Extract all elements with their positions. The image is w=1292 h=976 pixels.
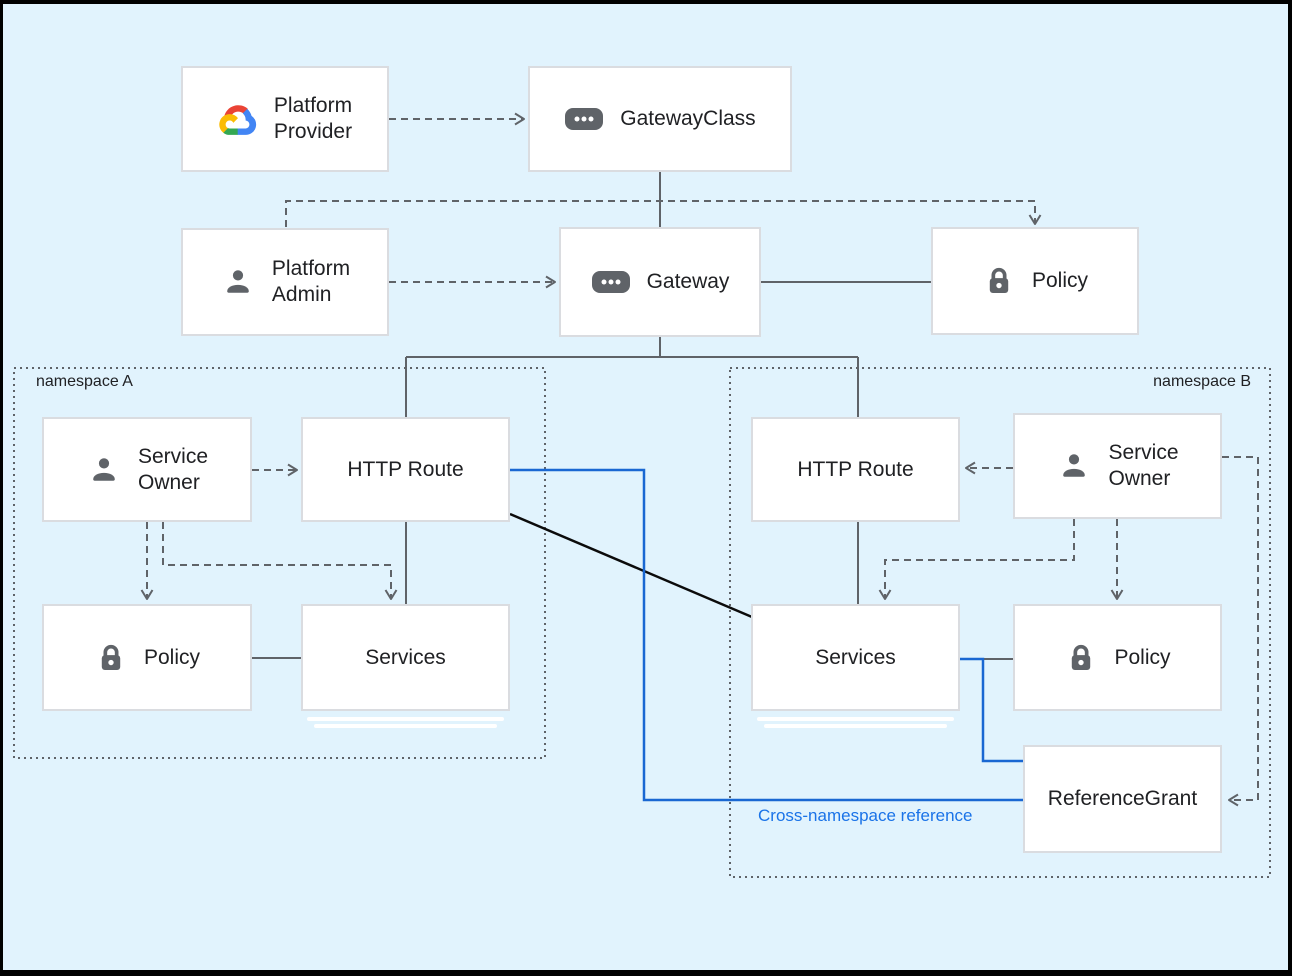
- lock-icon: [94, 641, 128, 675]
- http-route-b-label: HTTP Route: [797, 457, 914, 481]
- policy-b-box: Policy: [1013, 604, 1222, 711]
- policy-a-box: Policy: [42, 604, 252, 711]
- referencegrant-box: ReferenceGrant: [1023, 745, 1222, 853]
- services-b-stack-bar: [757, 717, 954, 721]
- line-httproute-a-services-b: [509, 512, 753, 619]
- arrow-owner-a-services-a: [162, 522, 398, 600]
- policy-b-label: Policy: [1114, 645, 1171, 669]
- gatewayclass-box: GatewayClass: [528, 66, 792, 172]
- resource-pill-icon: [591, 269, 631, 295]
- google-cloud-icon: [218, 101, 258, 137]
- person-icon: [86, 452, 122, 488]
- services-b-box: Services: [751, 604, 960, 711]
- services-b-stack-bar: [764, 724, 947, 728]
- resource-pill-icon: [564, 106, 604, 132]
- arrow-owner-b-referencegrant: [1222, 456, 1259, 807]
- http-route-a-label: HTTP Route: [347, 457, 464, 481]
- person-icon: [220, 264, 256, 300]
- gateway-label: Gateway: [646, 270, 730, 293]
- services-b-label: Services: [815, 645, 896, 669]
- http-route-b-box: HTTP Route: [751, 417, 960, 522]
- services-a-stack-bar: [314, 724, 497, 728]
- person-icon: [1056, 448, 1092, 484]
- line-blue-services-b-referencegrant: [960, 657, 1023, 763]
- lock-icon: [982, 264, 1016, 298]
- lock-icon: [1064, 641, 1098, 675]
- services-a-label: Services: [365, 645, 446, 669]
- gatewayclass-label: GatewayClass: [620, 107, 756, 130]
- policy-box-cluster: Policy: [931, 227, 1139, 335]
- line-gateway-httproutes: [405, 337, 859, 417]
- http-route-a-box: HTTP Route: [301, 417, 510, 522]
- namespace-b-label: namespace B: [1153, 373, 1251, 390]
- services-a-stack-bar: [307, 717, 504, 721]
- referencegrant-label: ReferenceGrant: [1047, 787, 1198, 810]
- policy-label: Policy: [1031, 269, 1089, 292]
- services-a-box: Services: [301, 604, 510, 711]
- line-blue-httproute-a-referencegrant: [510, 468, 1023, 802]
- cross-namespace-reference-label: Cross-namespace reference: [758, 806, 973, 825]
- namespace-a-label: namespace A: [36, 373, 133, 390]
- policy-a-label: Policy: [143, 645, 201, 669]
- namespace-a-frame: [13, 367, 546, 759]
- arrow-owner-b-services-b: [878, 519, 1075, 600]
- namespace-b-frame: [729, 367, 1271, 878]
- arrow-admin-policy: [285, 200, 1042, 227]
- gateway-box: Gateway: [559, 227, 761, 337]
